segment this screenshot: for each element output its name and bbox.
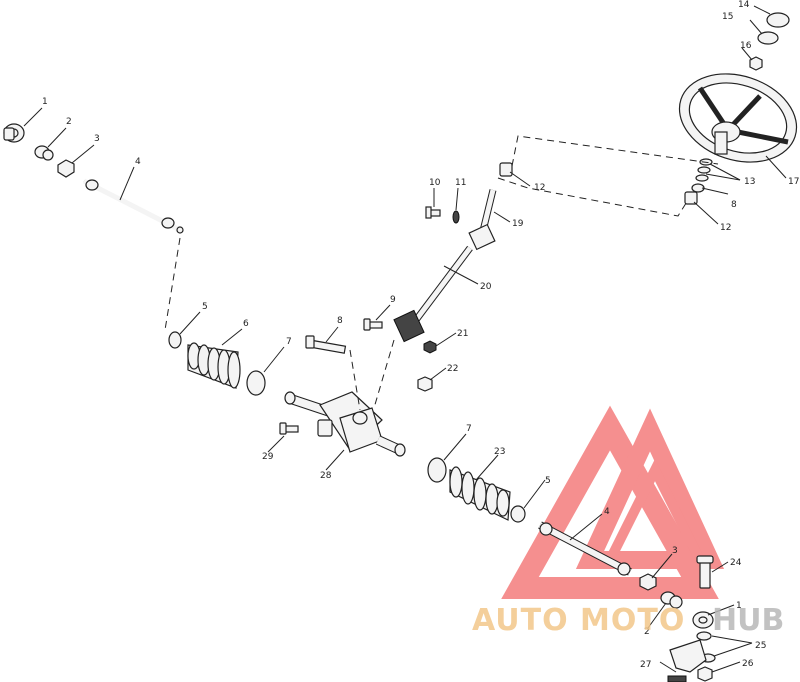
boot-ring-right [427,457,447,483]
watermark-wordmark: AUTO MOTO HUB [472,603,784,638]
callout-7: 7 [286,337,292,347]
centerline-column-lower [497,177,689,217]
watermark-logo [501,405,725,599]
washer-15 [757,31,779,45]
steering-shaft-upper [468,189,497,251]
callout-3: 3 [94,134,100,144]
callout-23: 23 [494,447,505,457]
watermark-auto: AUTO [472,603,569,638]
bolt-small-lower [279,422,299,435]
watermark-hub: HUB [712,603,784,638]
bushing-12-lower [684,191,698,205]
rack-housing [317,391,383,453]
callout-14: 14 [738,0,750,10]
callout-17: 17 [788,177,799,187]
boot-ring-left [246,370,266,396]
boot-right [449,466,511,521]
callout-21: 21 [457,329,468,339]
bolt-small-upper [363,318,383,331]
leader-lines [23,5,787,673]
nut-26 [697,666,713,682]
callout-15: 15 [722,12,733,22]
bracket-27 [669,639,707,673]
callout-12a: 12 [534,183,545,193]
jam-nut-left [34,145,54,161]
callout-12b: 12 [720,223,731,233]
jam-nut-right [660,591,683,609]
callout-8: 8 [337,316,343,326]
nut-16 [749,56,763,71]
callout-19: 19 [512,219,524,229]
callout-29: 29 [262,452,274,462]
boot-clamp-right [510,505,526,523]
centerline-center-b [373,339,395,409]
centerline-column-upper [511,135,719,167]
callout-13: 13 [744,177,755,187]
callout-10: 10 [429,178,441,188]
callout-9: 9 [390,295,396,305]
bushing-12-upper [499,162,513,177]
callout-3b: 3 [672,546,678,556]
boot-left [187,342,241,389]
callout-5b: 5 [545,476,551,486]
callout-4b: 4 [604,507,610,517]
callout-25: 25 [755,641,766,651]
callout-11: 11 [455,178,466,188]
callout-labels: 1 2 3 4 5 6 7 8 9 10 11 19 20 21 22 29 2… [42,0,799,670]
tie-rod-end-left [3,123,25,143]
callout-27: 27 [640,660,651,670]
callout-6: 6 [243,319,249,329]
intermediate-shaft [393,245,473,343]
centerline-center-a [349,349,361,411]
nut-21 [423,340,437,354]
callout-5: 5 [202,302,208,312]
callout-16: 16 [740,41,752,51]
steering-wheel [678,73,798,163]
callout-26: 26 [742,659,754,669]
boot-clamp-left [168,331,182,349]
bolt-mount [305,335,347,354]
tie-rod-end-right [692,611,714,629]
cap-14 [766,12,790,28]
callout-24: 24 [730,558,742,568]
callout-20: 20 [480,282,492,292]
callout-2: 2 [66,117,72,127]
centerline-left [164,237,181,331]
callout-22: 22 [447,364,458,374]
bolt-10 [425,206,441,219]
callout-1b: 1 [736,601,742,611]
tie-rod-left [82,178,184,234]
washer-11 [452,210,460,224]
callout-8b: 8 [731,200,737,210]
callout-28: 28 [320,471,332,481]
spring-27 [667,675,687,682]
watermark-moto: MOTO [580,603,685,638]
hex-nut-left [57,159,75,178]
callout-4: 4 [135,157,141,167]
tie-rod-right [538,521,632,576]
bolt-24 [696,555,714,589]
rack-shaft-right [375,435,406,457]
callout-7b: 7 [466,424,472,434]
callout-2b: 2 [644,627,650,637]
callout-1: 1 [42,97,48,107]
nut-22 [417,376,433,392]
